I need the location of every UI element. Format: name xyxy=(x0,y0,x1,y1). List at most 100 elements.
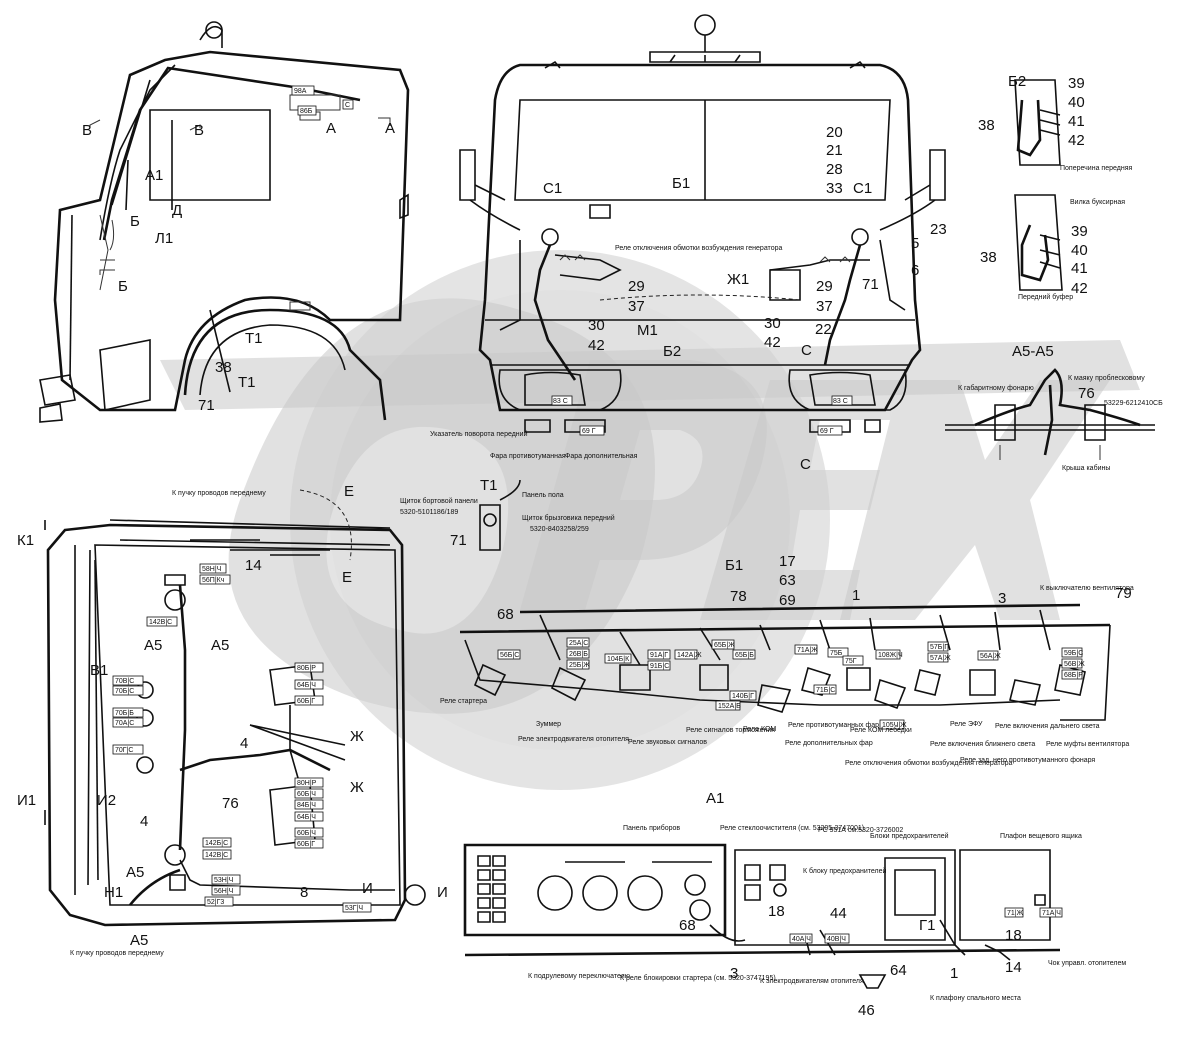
label-n1: Н1 xyxy=(104,884,123,901)
label-i-b: И xyxy=(437,884,448,901)
label-22: 22 xyxy=(815,321,832,338)
caption-fog: Фара противотуманная xyxy=(490,453,566,460)
tag: 142Б|С xyxy=(205,840,228,847)
label-a1: А1 xyxy=(145,167,163,184)
relay-row xyxy=(459,603,1111,721)
label-71-t1: 71 xyxy=(450,532,467,549)
tag: 69 Г xyxy=(582,428,596,435)
label-18a: 18 xyxy=(768,903,785,920)
caption-shield-part: 5320-8403258/259 xyxy=(530,526,589,533)
tag: 75Г xyxy=(845,658,857,665)
caption-beacon: К маяку проблесковому xyxy=(1068,374,1145,382)
label-76-inside: 76 xyxy=(222,795,239,812)
caption-heater: К электродвигателям отопителя xyxy=(760,978,864,985)
cab-front-view xyxy=(459,14,946,433)
side-tags: 98А 86Б С xyxy=(291,85,354,116)
label-b-left: Б xyxy=(118,278,128,295)
tag: 57Б|Г xyxy=(930,644,948,651)
label-5: 5 xyxy=(911,235,919,252)
label-38: 38 xyxy=(215,359,232,376)
section-a5 xyxy=(945,368,1155,460)
caption-part: 53229-6212410СБ xyxy=(1104,400,1163,407)
tag: 108Ж|Ч xyxy=(878,652,903,659)
inside-tags: 58Н|Ч 56П|Кч 142В|С 70В|С 70Б|С 70Б|Б 70… xyxy=(112,563,372,913)
label-42a: 42 xyxy=(588,337,605,354)
caption-rs: РС 951А см.5320-3726002 xyxy=(818,827,903,834)
label-39b: 39 xyxy=(1071,223,1088,240)
caption-relay-11: Реле ЭФУ xyxy=(950,721,983,728)
tag: 60Б|Ч xyxy=(297,791,316,798)
tag: 75Б xyxy=(830,650,843,657)
label-28: 28 xyxy=(826,161,843,178)
label-17: 17 xyxy=(779,553,796,570)
label-78: 78 xyxy=(730,588,747,605)
label-zh1: Ж1 xyxy=(727,271,749,288)
tag: 105Ч|Ж xyxy=(882,722,907,729)
label-3-relay: 3 xyxy=(998,590,1006,607)
tag: 52|Г3 xyxy=(207,899,224,906)
tag: 70Г|С xyxy=(115,747,133,754)
label-76-section: 76 xyxy=(1078,385,1095,402)
label-l1: Л1 xyxy=(155,230,173,247)
caption-panel: Панель приборов xyxy=(623,824,680,832)
tag: 26В|Б xyxy=(569,651,588,658)
tag: 60Б|Ч xyxy=(297,830,316,837)
label-e-bottom: Е xyxy=(342,569,352,586)
caption-to-front-bundle: К пучку проводов переднему xyxy=(172,490,266,497)
tag: 71А|Ж xyxy=(797,647,818,654)
tag: 40В|Ч xyxy=(827,936,846,943)
caption-roof: Крыша кабины xyxy=(1062,464,1110,472)
tag: 86Б xyxy=(300,108,313,115)
tag: 104Б|К xyxy=(607,656,630,663)
label-40b: 40 xyxy=(1071,242,1088,259)
caption-step: Щиток бортовой панели xyxy=(400,497,478,505)
tag: 53Н|Ч xyxy=(214,877,234,884)
label-38a: 38 xyxy=(978,117,995,134)
caption-relay-10: Реле включения ближнего света xyxy=(930,740,1035,748)
t1-detail xyxy=(479,479,521,551)
caption-steer: К подрулевому переключателю xyxy=(528,973,630,980)
label-42b: 42 xyxy=(764,334,781,351)
tag: 70А|С xyxy=(115,720,134,727)
tag: 57А|Ж xyxy=(930,655,951,662)
caption-front-bumper: Передний буфер xyxy=(1018,293,1073,301)
label-20: 20 xyxy=(826,124,843,141)
tag: 83 С xyxy=(553,398,568,405)
tag: 40А|Ч xyxy=(792,936,811,943)
label-e-top: Е xyxy=(344,483,354,500)
tag: 152А|Б xyxy=(718,703,741,710)
label-68-dash: 68 xyxy=(679,917,696,934)
caption-relay-front: Реле отключения обмотки возбуждения гене… xyxy=(615,244,782,252)
label-c-bottom: С xyxy=(800,456,811,473)
label-b-inner: Б xyxy=(130,213,140,230)
label-c-top: С xyxy=(801,342,812,359)
tag: 56Н|Ч xyxy=(214,888,234,895)
tag: 80Н|Р xyxy=(297,780,317,787)
label-37b: 37 xyxy=(816,298,833,315)
caption-tow: Вилка буксирная xyxy=(1070,198,1125,206)
tag: 91А|Г xyxy=(650,652,668,659)
label-71-front: 71 xyxy=(862,276,879,293)
caption-relay-14: Реле муфты вентилятора xyxy=(1046,741,1129,748)
tag: 64Б|Ч xyxy=(297,814,316,821)
label-i-a: И xyxy=(362,880,373,897)
caption-switch: Чок управл. отопителем xyxy=(1048,960,1126,967)
label-b1-front: Б1 xyxy=(672,175,690,192)
label-zh-a: Ж xyxy=(350,728,364,745)
label-23: 23 xyxy=(930,221,947,238)
label-4b: 4 xyxy=(140,813,148,830)
label-d: Д xyxy=(172,202,182,219)
label-v1: В1 xyxy=(90,662,108,679)
label-3-dash: 3 xyxy=(730,965,738,982)
label-4a: 4 xyxy=(240,735,248,752)
label-18b: 18 xyxy=(1005,927,1022,944)
caption-to-front-bundle2: К пучку проводов переднему xyxy=(70,950,164,957)
label-44: 44 xyxy=(830,905,847,922)
tag: 65Б|Ж xyxy=(714,642,735,649)
tag: 142В|С xyxy=(205,852,228,859)
caption-to-block: К блоку предохранителей xyxy=(803,867,887,875)
label-a5-a5: А5-А5 xyxy=(1012,343,1054,360)
caption-relay-8: Реле КОМ лебедки xyxy=(850,726,912,734)
caption-shield: Щиток брызговика передний xyxy=(522,514,615,522)
label-39a: 39 xyxy=(1068,75,1085,92)
